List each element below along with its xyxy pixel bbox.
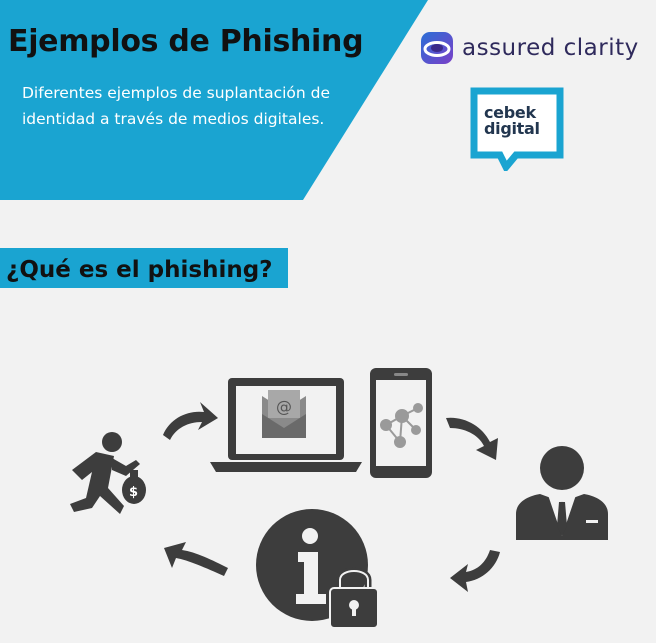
page-subtitle: Diferentes ejemplos de suplantación de i… (22, 84, 331, 128)
section-tab (0, 248, 288, 288)
header-banner: Ejemplos de Phishing Diferentes ejemplos… (0, 0, 656, 200)
banner-shape (0, 0, 428, 200)
cebek-wordmark-line1: cebek (484, 103, 536, 122)
svg-text:$: $ (129, 485, 138, 500)
arrow-to-businessman-icon (446, 417, 498, 460)
arrow-to-info-icon (450, 550, 500, 592)
cebek-frame-icon (470, 87, 564, 171)
smartphone-network-icon (370, 368, 432, 478)
section-title: ¿Qué es el phishing? (6, 257, 273, 283)
arrow-to-thief-icon (164, 542, 228, 576)
cebek-wordmark-line2: digital (484, 119, 540, 138)
phishing-diagram: $ @ (70, 368, 608, 629)
assured-clarity-wordmark: assured clarity (462, 35, 639, 61)
assured-clarity-logo: assured clarity (420, 30, 639, 66)
businessman-icon (516, 446, 608, 540)
thief-icon: $ (70, 432, 146, 514)
svg-text:@: @ (276, 397, 292, 416)
info-lock-icon (256, 509, 379, 629)
arrow-to-laptop-icon (163, 402, 218, 440)
cebek-digital-logo: cebek digital (470, 87, 564, 171)
page-title: Ejemplos de Phishing (8, 24, 364, 59)
assured-clarity-icon (421, 32, 453, 64)
laptop-email-icon: @ (210, 378, 362, 472)
